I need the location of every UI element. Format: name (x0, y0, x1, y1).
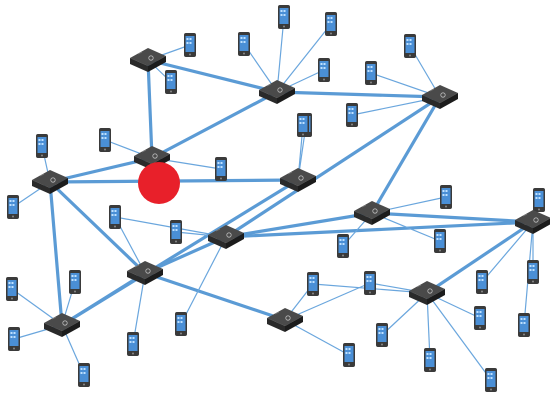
router-icon (422, 85, 458, 109)
router-icon (208, 225, 244, 249)
backbone-link (143, 271, 287, 322)
smartphone-icon (440, 185, 452, 209)
smartphone-icon (424, 348, 436, 372)
smartphone-icon (8, 327, 20, 351)
backbone-link (150, 90, 279, 160)
backbone-link (48, 180, 64, 327)
smartphone-icon (175, 312, 187, 336)
router-icon (130, 48, 166, 72)
smartphone-icon (7, 195, 19, 219)
smartphone-icon (346, 103, 358, 127)
device-link (180, 236, 227, 325)
backbone-link (60, 271, 147, 327)
router-icon (44, 313, 80, 337)
backbone-link (275, 90, 442, 99)
router-icon (409, 281, 445, 305)
smartphone-icon (337, 234, 349, 258)
smartphone-icon (238, 32, 250, 56)
device-link (276, 16, 285, 93)
smartphone-icon (278, 5, 290, 29)
marker-layer (138, 162, 180, 204)
smartphone-icon (325, 12, 337, 36)
device-link (276, 23, 332, 93)
backbone-link (370, 95, 442, 215)
smartphone-icon (485, 368, 497, 392)
phones-layer (6, 5, 545, 392)
smartphone-icon (476, 270, 488, 294)
router-icon (127, 261, 163, 285)
router-icon (280, 168, 316, 192)
smartphone-icon (78, 363, 90, 387)
smartphone-icon (127, 332, 139, 356)
router-icon (515, 210, 550, 234)
router-icon (259, 80, 295, 104)
smartphone-icon (109, 205, 121, 229)
smartphone-icon (434, 229, 446, 253)
smartphone-icon (474, 306, 486, 330)
smartphone-icon (404, 34, 416, 58)
backbone-link (146, 58, 279, 94)
smartphone-icon (376, 323, 388, 347)
backbone-link (224, 95, 442, 239)
smartphone-icon (215, 157, 227, 181)
router-icon (354, 201, 390, 225)
backbone-link (224, 211, 374, 239)
smartphone-icon (170, 220, 182, 244)
smartphone-icon (184, 33, 196, 57)
smartphone-icon (307, 272, 319, 296)
backbone-link (146, 58, 154, 160)
smartphone-icon (69, 270, 81, 294)
smartphone-icon (364, 271, 376, 295)
device-link (426, 292, 492, 381)
backbone-link (370, 211, 535, 224)
routers-layer (32, 48, 550, 337)
smartphone-icon (518, 313, 530, 337)
backbone-link (48, 180, 147, 275)
device-link (284, 282, 371, 321)
smartphone-icon (36, 134, 48, 158)
smartphone-icon (527, 260, 539, 284)
smartphone-icon (365, 61, 377, 85)
router-icon (267, 308, 303, 332)
smartphone-icon (99, 128, 111, 152)
backbone-link (224, 220, 535, 239)
smartphone-icon (318, 58, 330, 82)
red-dot-marker (138, 162, 180, 204)
smartphone-icon (165, 70, 177, 94)
smartphone-icon (6, 277, 18, 301)
smartphone-icon (297, 113, 309, 137)
router-icon (32, 170, 68, 194)
smartphone-icon (533, 188, 545, 212)
smartphone-icon (343, 343, 355, 367)
backbone-link (425, 220, 535, 295)
device-link (481, 221, 534, 283)
